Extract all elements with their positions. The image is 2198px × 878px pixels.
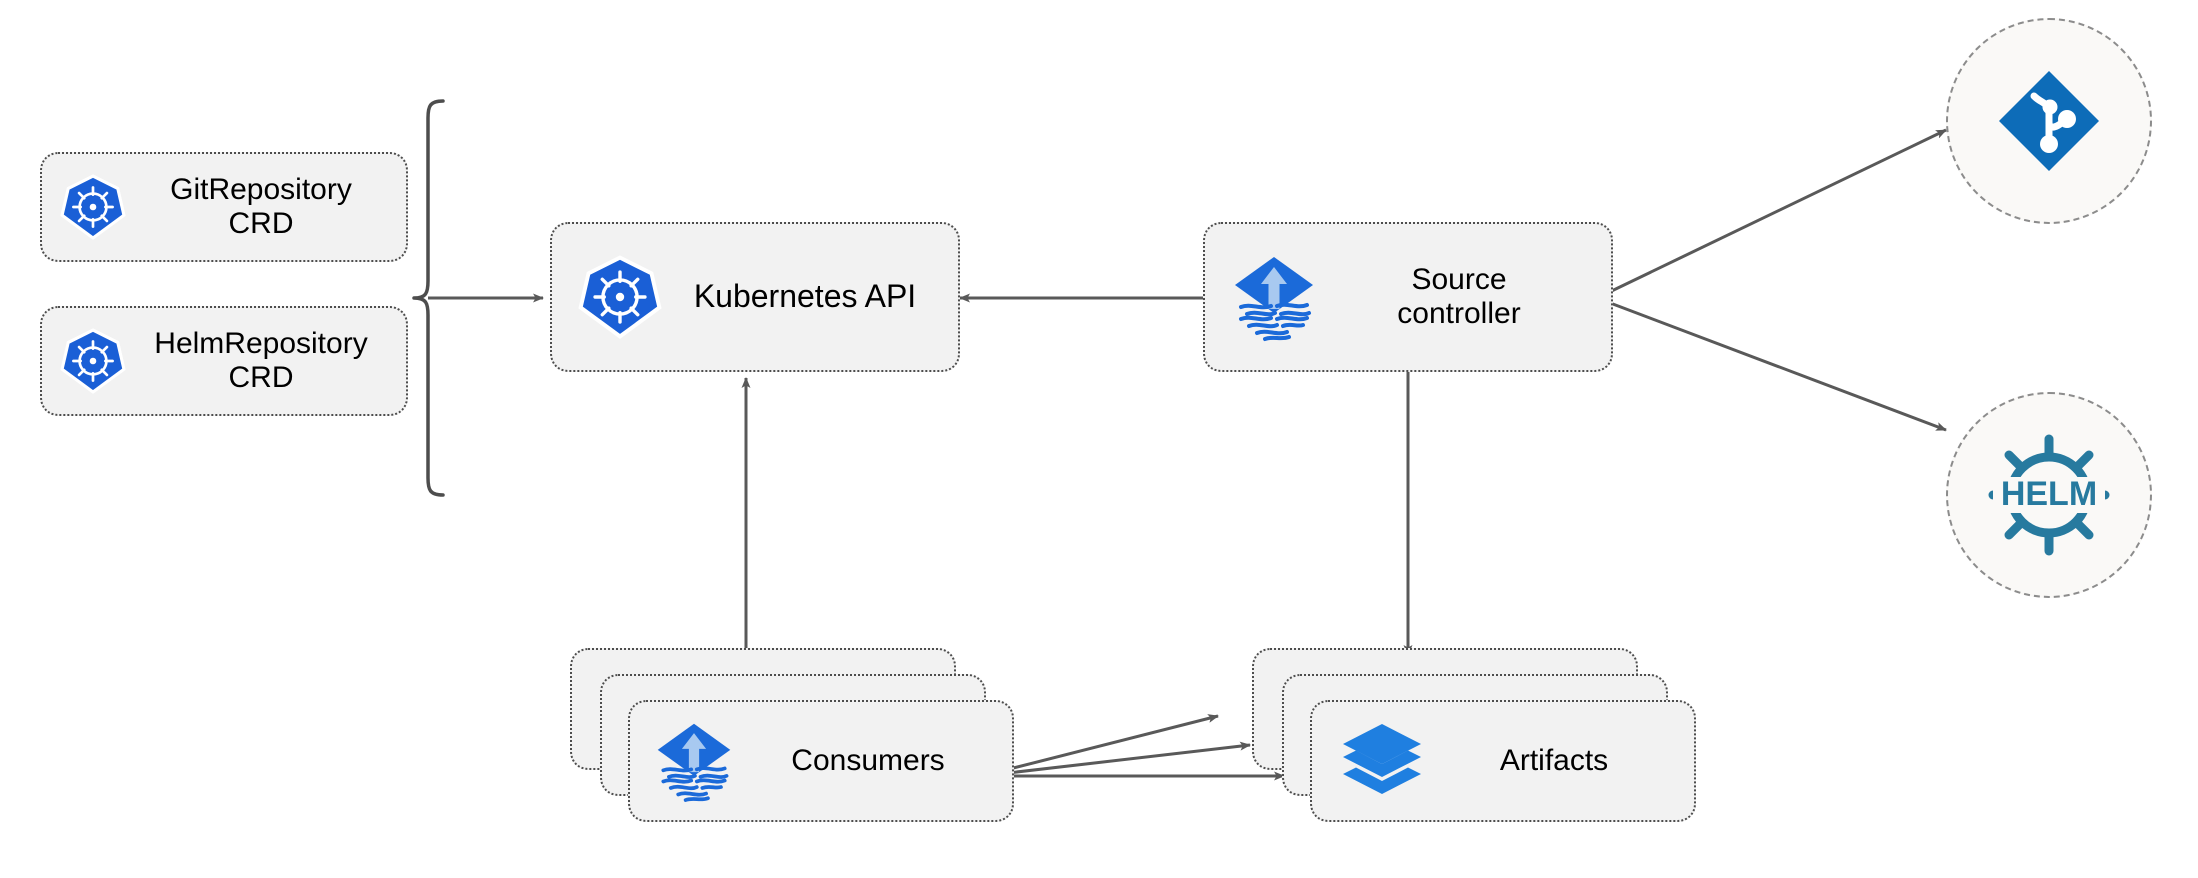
node-source-controller[interactable]: Source controller	[1203, 222, 1613, 372]
arrow-consumers-to-artifacts-middle	[981, 741, 1251, 778]
node-label: HelmRepository CRD	[154, 327, 368, 394]
external-system-helm[interactable]: HELM	[1946, 392, 2152, 598]
layers-icon	[1340, 721, 1424, 801]
node-label: Kubernetes API	[693, 278, 917, 315]
node-label: GitRepository CRD	[170, 173, 352, 240]
helm-icon: HELM	[1985, 431, 2113, 559]
node-artifacts[interactable]: Artifacts	[1310, 700, 1696, 822]
arrow-consumers-to-artifacts-back	[981, 714, 1219, 778]
node-label: Consumers	[791, 744, 945, 778]
arrow-source-controller-to-helm	[1596, 296, 1947, 432]
node-label: Source controller	[1397, 263, 1521, 330]
node-helm-repository-crd[interactable]: HelmRepository CRD	[40, 306, 408, 416]
external-system-git[interactable]	[1946, 18, 2152, 224]
crd-group-bracket	[412, 99, 445, 497]
node-git-repository-crd[interactable]: GitRepository CRD	[40, 152, 408, 262]
helm-wordmark: HELM	[2001, 475, 2097, 513]
kubernetes-icon	[578, 255, 662, 339]
flux-icon	[654, 718, 734, 804]
kubernetes-icon	[60, 328, 126, 394]
node-consumers[interactable]: Consumers	[628, 700, 1014, 822]
kubernetes-icon	[60, 174, 126, 240]
flux-icon	[1231, 251, 1317, 343]
node-kubernetes-api[interactable]: Kubernetes API	[550, 222, 960, 372]
node-label: Artifacts	[1499, 744, 1609, 778]
git-icon	[1994, 66, 2104, 176]
arrow-source-controller-to-git	[1596, 128, 1947, 300]
